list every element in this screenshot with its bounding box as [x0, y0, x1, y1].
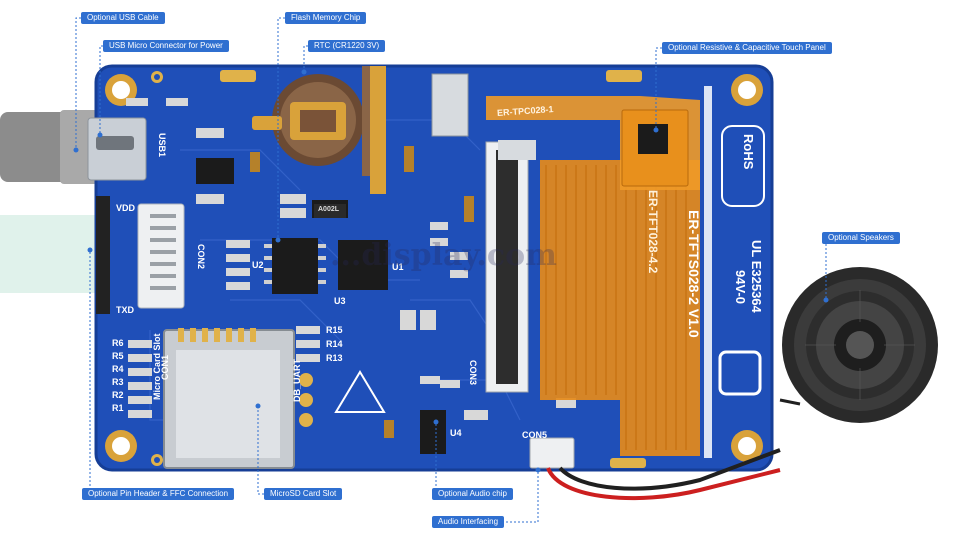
u3-label: U3 — [334, 296, 346, 306]
speaker — [782, 267, 938, 423]
callout-audio-interfacing: Audio Interfacing — [432, 516, 505, 528]
con3-label: CON3 — [468, 360, 478, 386]
ref-designator: R5 — [112, 351, 124, 361]
ref-designator: R13 — [326, 353, 343, 363]
vdd-label: VDD — [116, 203, 136, 213]
rohs-label: RoHS — [741, 134, 756, 170]
txd-label: TXD — [116, 305, 134, 315]
brand-logo — [718, 350, 762, 396]
rohs-badge — [721, 125, 765, 207]
rotated-model-label: ER-TFT028-4.2 — [646, 190, 660, 274]
usb1-label: USB1 — [157, 132, 168, 158]
callout-audio-chip: Optional Audio chip — [432, 488, 513, 500]
watermark: ...display.com — [330, 238, 557, 273]
flash-memory-chip — [272, 238, 318, 294]
db-uart-label: DB_UART — [292, 358, 302, 402]
microsd-silk-label: Micro Card Slot — [152, 333, 162, 400]
flame-rating-label: 94V-0 — [733, 270, 748, 304]
ref-designator: R2 — [112, 390, 124, 400]
con5-label: CON5 — [522, 430, 548, 440]
u2-label: U2 — [252, 260, 264, 270]
callout-flash-chip: Flash Memory Chip — [285, 12, 367, 24]
usb-cable — [0, 112, 78, 182]
ref-designator: R3 — [112, 377, 124, 387]
con5-audio-connector — [529, 437, 575, 469]
ref-designator: R1 — [112, 403, 124, 413]
u1-label: U1 — [392, 262, 404, 272]
callout-usb-micro: USB Micro Connector for Power — [103, 40, 229, 52]
ref-designator: R14 — [326, 339, 343, 349]
ref-designator: R4 — [112, 364, 124, 374]
touch-controller-chip — [638, 124, 668, 154]
ref-designator: R6 — [112, 338, 124, 348]
ref-designator: R15 — [326, 325, 343, 335]
mcu-chip — [338, 240, 388, 290]
callout-usb-cable: Optional USB Cable — [81, 12, 165, 24]
callout-pin-header: Optional Pin Header & FFC Connection — [82, 488, 235, 500]
model-label: ER-TFTS028-2 V1.0 — [686, 210, 702, 338]
callout-rtc: RTC (CR1220 3V) — [308, 40, 386, 52]
u4-label: U4 — [450, 428, 462, 438]
callout-speakers: Optional Speakers — [822, 232, 900, 244]
ic-marking: A002L — [318, 206, 340, 213]
con2-label: CON2 — [196, 244, 206, 270]
audio-chip — [420, 410, 446, 454]
callout-touch-panel: Optional Resistive & Capacitive Touch Pa… — [662, 42, 832, 54]
con2-connector — [137, 203, 185, 309]
ul-label: UL E325364 — [749, 240, 764, 313]
callout-microsd: MicroSD Card Slot — [264, 488, 343, 500]
